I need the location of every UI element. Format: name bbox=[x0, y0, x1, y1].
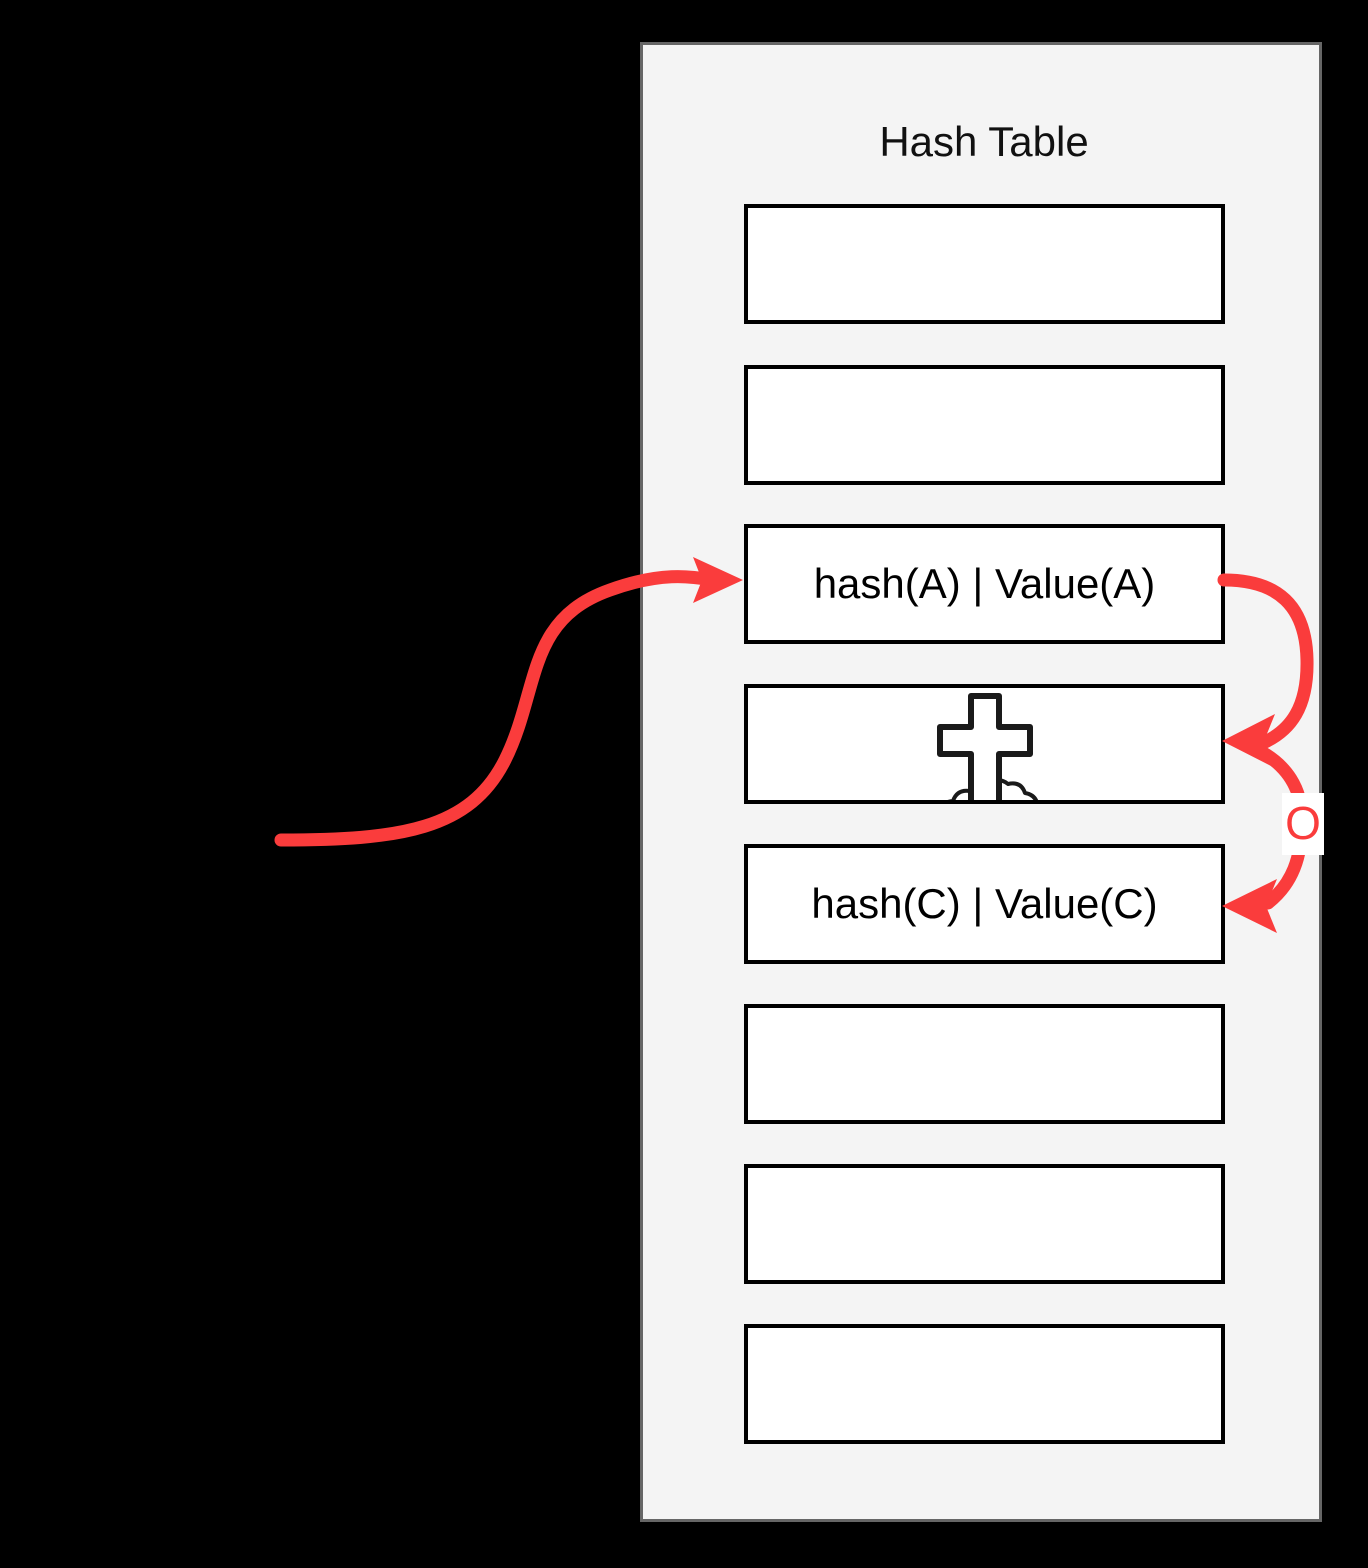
grave-cross-icon bbox=[915, 692, 1055, 800]
hash-slot-4[interactable] bbox=[744, 684, 1225, 804]
hash-slot-8[interactable] bbox=[744, 1324, 1225, 1444]
hash-slot-3[interactable]: hash(A) | Value(A) bbox=[744, 524, 1225, 644]
hash-slot-1[interactable] bbox=[744, 204, 1225, 324]
page-title: Hash Table bbox=[879, 118, 1089, 165]
hash-slot-7[interactable] bbox=[744, 1164, 1225, 1284]
probe-marker-label: O bbox=[1282, 793, 1324, 855]
hash-slot-3-label: hash(A) | Value(A) bbox=[813, 560, 1156, 607]
hash-slot-2[interactable] bbox=[744, 365, 1225, 485]
hash-slot-5-label: hash(C) | Value(C) bbox=[811, 880, 1158, 927]
hash-table-panel: Hash Table hash(A) | Value(A) bbox=[640, 42, 1322, 1522]
hash-slot-6[interactable] bbox=[744, 1004, 1225, 1124]
hash-slot-5[interactable]: hash(C) | Value(C) bbox=[744, 844, 1225, 964]
